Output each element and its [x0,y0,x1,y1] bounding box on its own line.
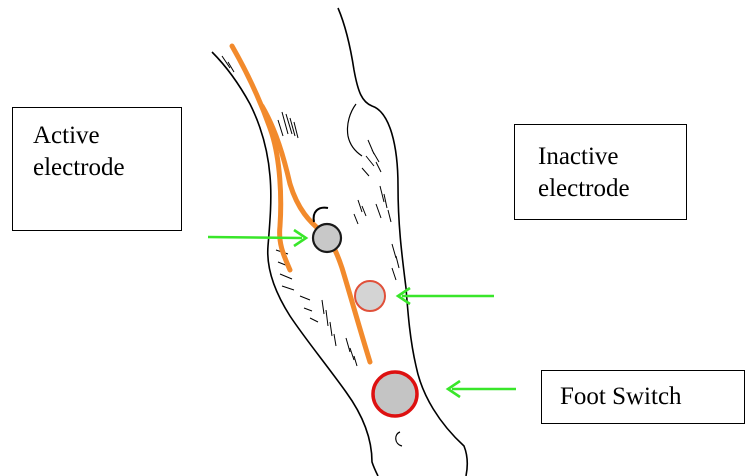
active-electrode-holder [314,208,328,222]
inactive-electrode-label-line1: Inactive [538,141,686,173]
active-electrode-label-box: Active electrode [12,107,182,231]
ankle-curl [396,432,402,446]
foot-switch-circle [373,372,417,416]
inactive-electrode-arrow [398,288,494,304]
inactive-electrode-circle [355,281,385,311]
active-electrode-label-line1: Active [33,120,181,152]
foot-switch-label-box: Foot Switch [541,370,745,424]
active-electrode-label-line2: electrode [33,152,181,184]
active-electrode-arrow [208,230,306,246]
leg-outline-left [212,52,378,476]
inactive-electrode-label-line2: electrode [538,173,686,205]
foot-switch-label: Foot Switch [560,381,744,413]
knee-contour [347,104,362,156]
foot-switch-arrow [448,381,516,397]
inactive-electrode-label-box: Inactive electrode [514,124,687,220]
active-electrode-circle [313,224,341,252]
